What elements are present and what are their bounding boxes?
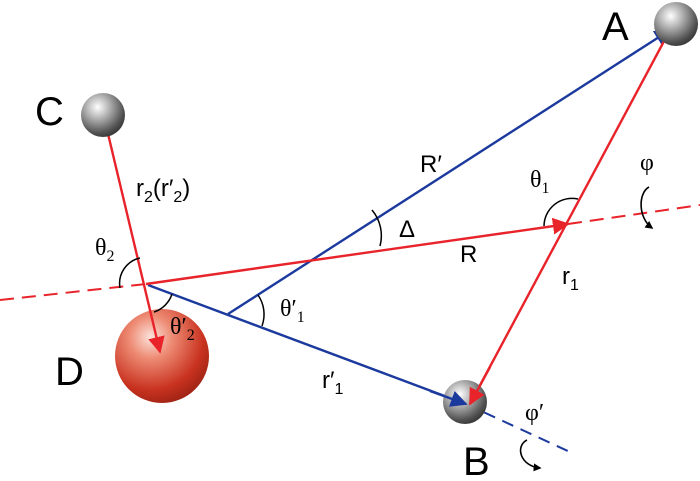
r1-vector-head xyxy=(468,366,492,406)
label-theta1: θ1 xyxy=(530,167,550,197)
label-C: C xyxy=(35,90,64,134)
label-B: B xyxy=(463,440,490,481)
label-R-prime: R′ xyxy=(420,151,442,178)
r1-vector xyxy=(468,29,672,406)
label-theta1-prime: θ′1 xyxy=(280,296,305,326)
label-R: R xyxy=(460,241,477,268)
r1-prime-vector xyxy=(147,283,468,407)
R-axis-dashed-right xyxy=(567,204,700,225)
label-phi-prime: φ′ xyxy=(525,400,544,426)
theta2-prime-arc xyxy=(153,293,173,313)
label-r1-prime: r′1 xyxy=(322,367,344,398)
theta1-prime-arc xyxy=(257,294,265,327)
phi-prime-rotation-arrow xyxy=(519,439,542,472)
R-prime-vector xyxy=(227,28,672,316)
R-axis-dashed-left xyxy=(0,283,147,301)
sphere-D xyxy=(115,309,209,403)
theta1-arc xyxy=(543,197,579,227)
label-theta2-prime: θ′2 xyxy=(170,314,195,344)
sphere-C xyxy=(81,93,125,137)
label-r2: r2(r′2) xyxy=(136,175,190,206)
sphere-A xyxy=(654,2,698,46)
phi-rotation-arrow xyxy=(640,186,654,229)
label-r1: r1 xyxy=(562,263,579,294)
theta2-arc xyxy=(118,257,141,289)
label-phi: φ xyxy=(640,150,654,176)
label-delta: Δ xyxy=(399,216,415,243)
r2-vector xyxy=(102,116,165,354)
R-vector xyxy=(145,217,570,286)
r1-prime-vector-head xyxy=(429,389,468,407)
label-D: D xyxy=(55,350,84,394)
delta-arc xyxy=(371,209,383,247)
label-theta2: θ2 xyxy=(95,235,115,265)
label-A: A xyxy=(602,5,629,49)
